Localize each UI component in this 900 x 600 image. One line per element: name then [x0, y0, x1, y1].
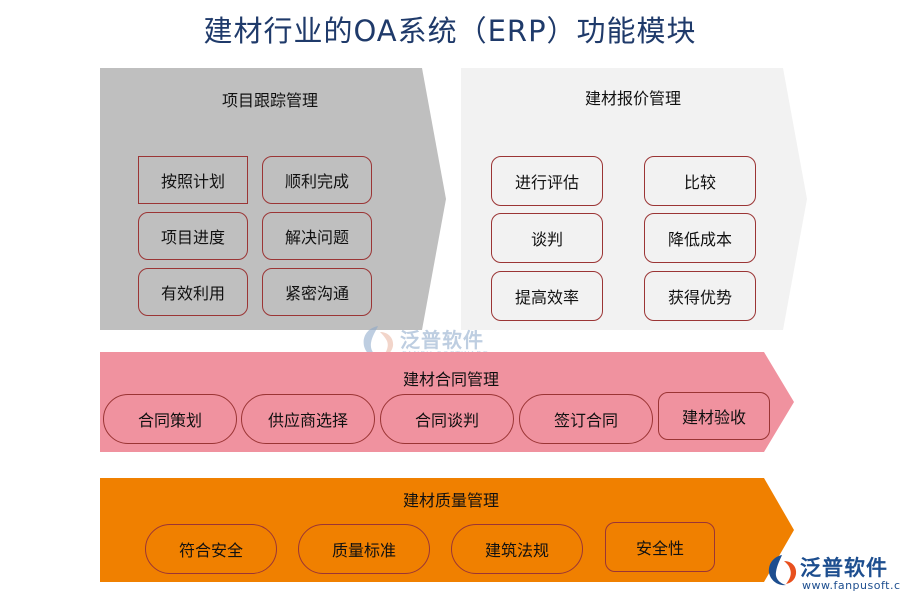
quote-item-compare: 比较: [644, 156, 756, 206]
project-item-solve-problems: 解决问题: [262, 212, 372, 260]
panel-project-title: 项目跟踪管理: [221, 91, 319, 110]
quality-item-building-regulations: 建筑法规: [451, 524, 583, 574]
panel-contract-management: 建材合同管理 合同策划 供应商选择 合同谈判 签订合同 建材验收: [100, 352, 794, 452]
brand-logo: 泛普软件 www.fanpusoft.com: [766, 550, 900, 596]
quote-item-reduce-cost: 降低成本: [644, 213, 756, 263]
panel-contract-arrow-shape: [100, 352, 794, 452]
brand-logo-name: 泛普软件: [800, 556, 888, 580]
quote-item-evaluate: 进行评估: [491, 156, 603, 206]
project-item-smooth-complete: 顺利完成: [262, 156, 372, 204]
page-title: 建材行业的OA系统（ERP）功能模块: [203, 14, 697, 48]
contract-item-acceptance: 建材验收: [658, 392, 770, 440]
brand-logo-icon: [768, 555, 797, 586]
project-item-progress: 项目进度: [138, 212, 248, 260]
panel-project-tracking: 项目跟踪管理 按照计划 顺利完成 项目进度 解决问题 有效利用 紧密沟通: [100, 68, 446, 330]
watermark-logo-icon: [363, 326, 394, 359]
watermark-name: 泛普软件: [400, 328, 484, 352]
panel-quote-arrow-shape: [461, 68, 807, 330]
quote-item-negotiate: 谈判: [491, 213, 603, 263]
panel-quality-management: 建材质量管理 符合安全 质量标准 建筑法规 安全性: [100, 478, 794, 582]
quality-item-quality-standard: 质量标准: [298, 524, 430, 574]
project-item-close-communication: 紧密沟通: [262, 268, 372, 316]
panel-project-arrow-shape: [100, 68, 446, 330]
contract-item-negotiation: 合同谈判: [380, 394, 514, 444]
panel-contract-title: 建材合同管理: [402, 370, 500, 389]
panel-quality-title: 建材质量管理: [402, 491, 500, 510]
panel-quote-management: 建材报价管理 进行评估 比较 谈判 降低成本 提高效率 获得优势: [461, 68, 807, 330]
contract-item-supplier-selection: 供应商选择: [241, 394, 375, 444]
contract-item-planning: 合同策划: [103, 394, 237, 444]
project-item-effective-use: 有效利用: [138, 268, 248, 316]
quote-item-gain-advantage: 获得优势: [644, 271, 756, 321]
quote-item-improve-efficiency: 提高效率: [491, 271, 603, 321]
quality-item-safety: 安全性: [605, 522, 715, 572]
quality-item-safety-compliance: 符合安全: [145, 524, 277, 574]
brand-logo-url: www.fanpusoft.com: [802, 579, 900, 592]
contract-item-signing: 签订合同: [519, 394, 653, 444]
project-item-follow-plan: 按照计划: [138, 156, 248, 204]
panel-quote-title: 建材报价管理: [584, 89, 682, 108]
